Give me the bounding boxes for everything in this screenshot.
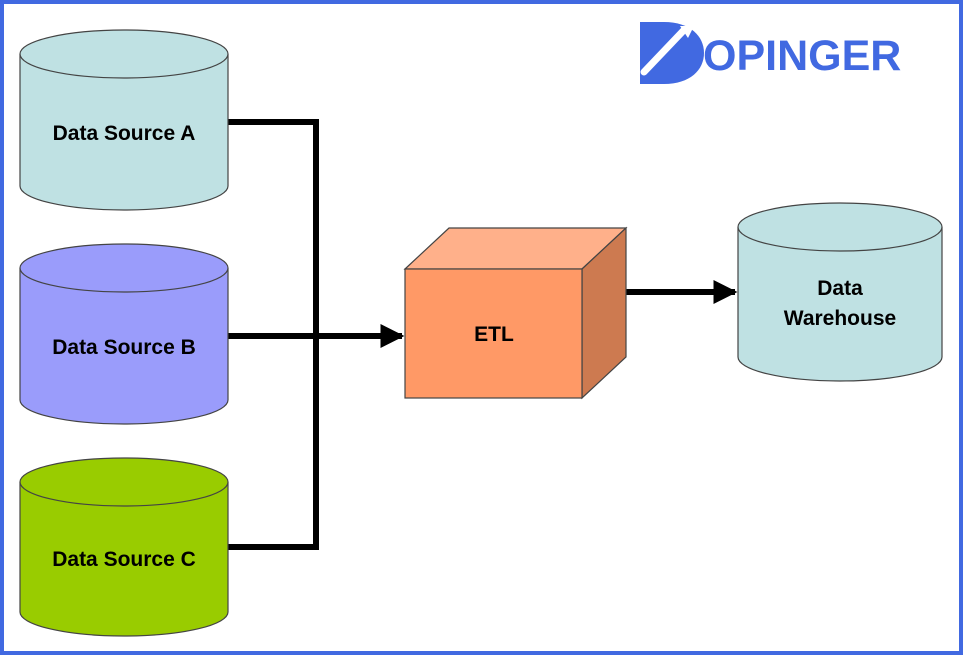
data-source-a-cylinder: Data Source A — [19, 29, 229, 211]
warehouse-label-line1: Data — [817, 277, 863, 300]
etl-cube: ETL — [403, 226, 628, 400]
warehouse-label-line2: Warehouse — [784, 307, 896, 330]
etl-cube-front — [404, 268, 583, 399]
data-source-b-label: Data Source B — [52, 336, 196, 359]
data-warehouse-cylinder: Data Warehouse — [737, 202, 943, 382]
data-source-a-label: Data Source A — [53, 122, 196, 145]
data-source-b-cylinder: Data Source B — [19, 243, 229, 425]
etl-diagram: OPINGER Data Source A Data Source B Data… — [19, 22, 943, 637]
data-source-c-cylinder: Data Source C — [19, 457, 229, 637]
logo-d-mark-icon — [640, 22, 704, 84]
etl-label: ETL — [474, 323, 514, 346]
data-source-c-label: Data Source C — [52, 548, 196, 571]
logo-wordmark: OPINGER — [703, 32, 901, 80]
dopinger-logo: OPINGER — [640, 22, 901, 84]
connectors — [226, 119, 738, 550]
